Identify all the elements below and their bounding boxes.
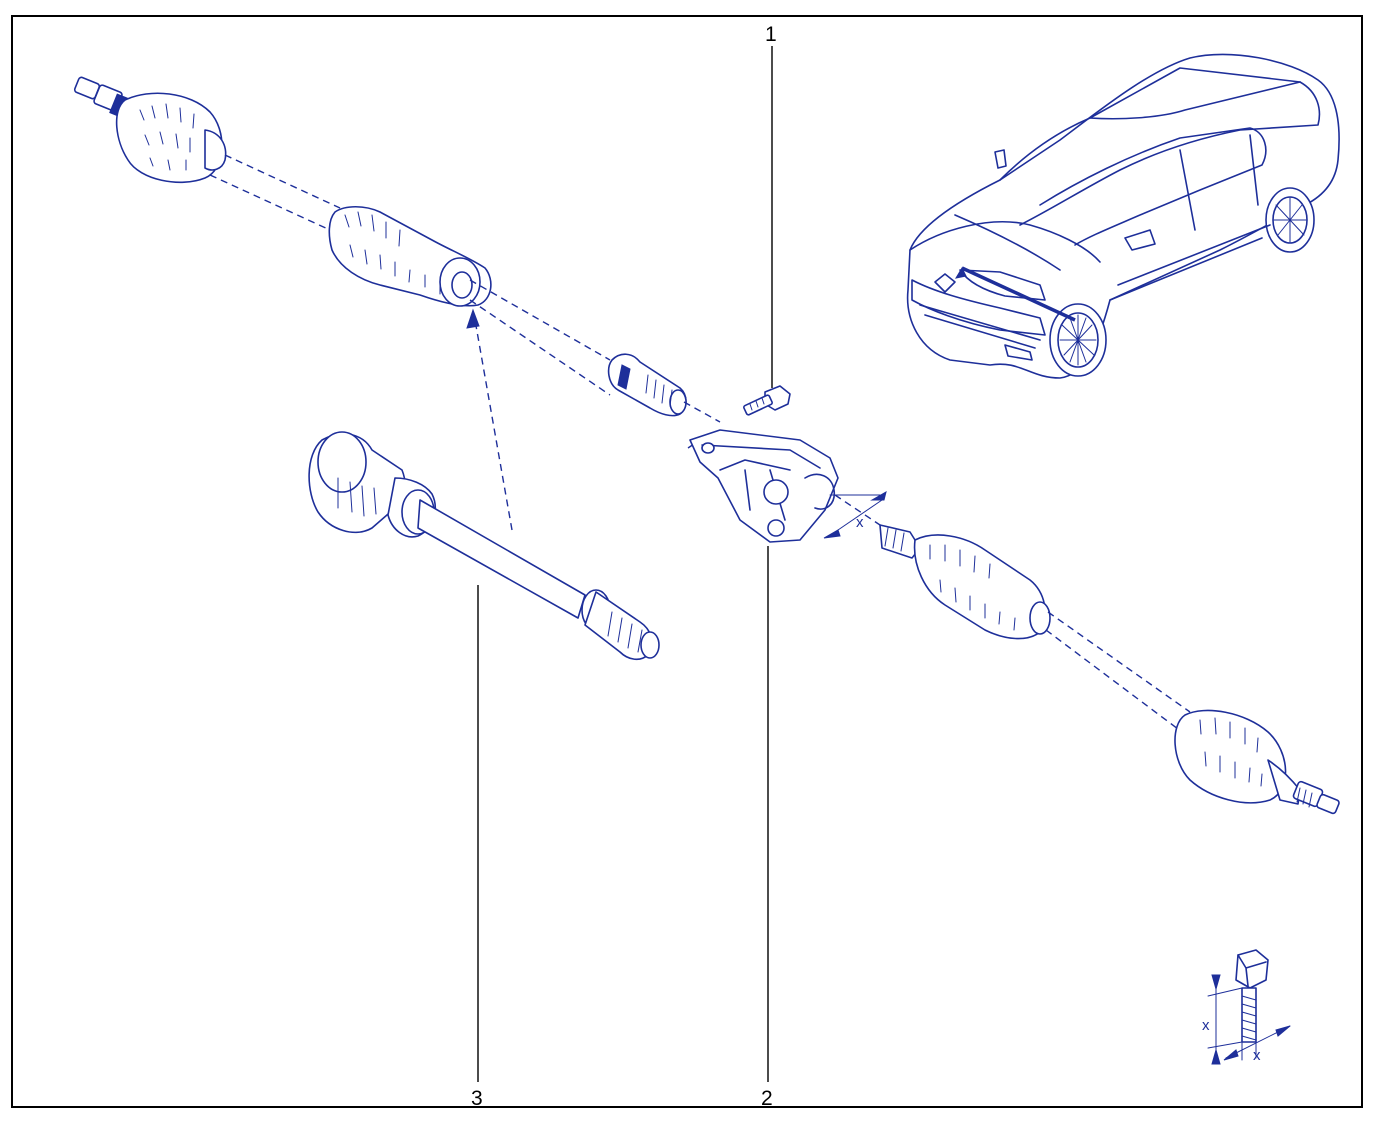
bearing-bracket: x — [687, 429, 887, 543]
assembly-arrow — [466, 308, 513, 531]
vehicle-locator — [906, 53, 1340, 379]
diagram-frame — [11, 15, 1363, 1108]
bolt — [743, 385, 791, 416]
intermediate-shaft — [308, 431, 660, 661]
right-driveshaft — [879, 524, 1340, 815]
bolt-dimension-detail: x x — [1202, 949, 1291, 1065]
bolt-length-dimension-x: x — [1202, 1017, 1210, 1034]
leader-lines — [477, 46, 773, 1082]
bolt-diameter-dimension-x: x — [1253, 1047, 1261, 1064]
bracket-dimension-x: x — [856, 514, 864, 531]
left-driveshaft — [73, 76, 721, 423]
callout-1: 1 — [765, 23, 777, 46]
callout-2: 2 — [761, 1087, 773, 1110]
callout-3: 3 — [471, 1087, 483, 1110]
